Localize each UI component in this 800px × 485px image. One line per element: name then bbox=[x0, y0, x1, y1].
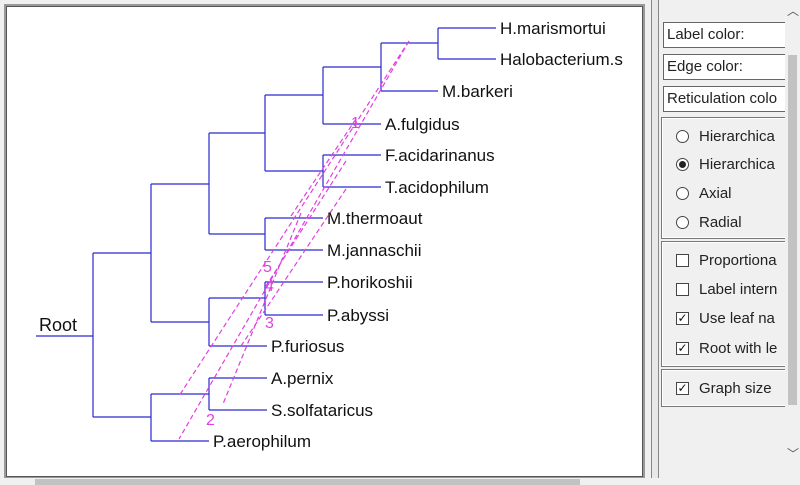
checkbox-label: Root with le bbox=[699, 339, 778, 357]
layout-option-hierarchical-2[interactable]: Hierarchica bbox=[676, 154, 775, 174]
reticulation-edge bbox=[290, 118, 357, 217]
radio-selected-icon[interactable] bbox=[676, 157, 689, 171]
root-label: Root bbox=[39, 315, 77, 335]
scroll-thumb[interactable] bbox=[788, 55, 797, 405]
leaf-label: S.solfataricus bbox=[271, 401, 373, 420]
display-options-group: Proportiona Label intern ✓ Use leaf na ✓… bbox=[661, 241, 785, 367]
splitter[interactable] bbox=[651, 0, 659, 485]
reticulation-edge bbox=[178, 40, 410, 440]
leaf-label: P.furiosus bbox=[271, 337, 344, 356]
graph-size-checkbox[interactable]: ✓ Graph size bbox=[676, 378, 772, 398]
edge-color-field[interactable]: Edge color: bbox=[663, 54, 785, 80]
leaf-label: Halobacterium.s bbox=[500, 50, 623, 69]
root-with-leaf-checkbox[interactable]: ✓ Root with le bbox=[676, 338, 777, 358]
reticulation-edge bbox=[178, 40, 410, 397]
phylogenetic-network: H.marismortuiHalobacterium.sM.barkeriA.f… bbox=[36, 19, 623, 451]
checkbox-label: Proportiona bbox=[699, 251, 777, 269]
checkbox-icon[interactable] bbox=[676, 282, 689, 296]
checkbox-checked-icon[interactable]: ✓ bbox=[676, 340, 689, 355]
vertical-scrollbar[interactable]: ︿ ﹀ bbox=[785, 0, 800, 470]
leaf-label: M.jannaschii bbox=[327, 241, 422, 260]
leaf-label: A.pernix bbox=[271, 369, 334, 388]
checkbox-label: Label intern bbox=[699, 280, 778, 298]
reticulation-edges bbox=[178, 40, 410, 440]
leaf-label: M.barkeri bbox=[442, 82, 513, 101]
leaf-label: P.aerophilum bbox=[213, 432, 311, 451]
scroll-thumb[interactable] bbox=[35, 479, 580, 485]
horizontal-scrollbar[interactable] bbox=[0, 478, 785, 485]
option-label: Radial bbox=[699, 213, 742, 231]
option-label: Hierarchica bbox=[699, 127, 775, 145]
checkbox-label: Use leaf na bbox=[699, 309, 775, 327]
option-label: Axial bbox=[699, 184, 732, 202]
layout-option-radial[interactable]: Radial bbox=[676, 212, 742, 232]
label-internal-checkbox[interactable]: Label intern bbox=[676, 279, 777, 299]
reticulation-color-field[interactable]: Reticulation colo bbox=[663, 86, 785, 112]
checkbox-checked-icon[interactable]: ✓ bbox=[676, 380, 689, 395]
leaf-label: P.abyssi bbox=[327, 306, 389, 325]
checkbox-icon[interactable] bbox=[676, 253, 689, 267]
layout-group: Hierarchica Hierarchica Axial Radial bbox=[661, 117, 785, 239]
leaf-label: M.thermoaut bbox=[327, 209, 423, 228]
radio-icon[interactable] bbox=[676, 215, 689, 229]
leaf-label: H.marismortui bbox=[500, 19, 606, 38]
reticulation-number: 2 bbox=[206, 412, 215, 429]
reticulation-edge bbox=[222, 212, 302, 405]
layout-option-hierarchical-1[interactable]: Hierarchica bbox=[676, 126, 775, 146]
leaf-label: T.acidophilum bbox=[385, 178, 489, 197]
leaf-label: A.fulgidus bbox=[385, 115, 460, 134]
label-color-field[interactable]: Label color: bbox=[663, 22, 785, 48]
radio-icon[interactable] bbox=[676, 186, 689, 200]
reticulation-number: 5 bbox=[263, 259, 272, 276]
tree-edges bbox=[36, 27, 496, 442]
reticulation-number: 1 bbox=[351, 115, 360, 132]
checkbox-label: Graph size bbox=[699, 379, 772, 397]
use-leaf-names-checkbox[interactable]: ✓ Use leaf na bbox=[676, 308, 775, 328]
checkbox-checked-icon[interactable]: ✓ bbox=[676, 310, 689, 325]
leaf-label: P.horikoshii bbox=[327, 273, 413, 292]
chevron-up-icon[interactable]: ︿ bbox=[787, 4, 800, 18]
settings-panel: Label color: Edge color: Reticulation co… bbox=[657, 0, 785, 485]
graph-size-group: ✓ Graph size bbox=[661, 369, 785, 407]
radio-icon[interactable] bbox=[676, 129, 689, 143]
reticulation-number: 3 bbox=[265, 315, 274, 332]
reticulation-number: 4 bbox=[265, 278, 274, 295]
option-label: Hierarchica bbox=[699, 155, 775, 173]
chevron-down-icon[interactable]: ﹀ bbox=[787, 447, 800, 461]
layout-option-axial[interactable]: Axial bbox=[676, 183, 732, 203]
proportional-checkbox[interactable]: Proportiona bbox=[676, 250, 777, 270]
leaf-label: F.acidarinanus bbox=[385, 146, 495, 165]
